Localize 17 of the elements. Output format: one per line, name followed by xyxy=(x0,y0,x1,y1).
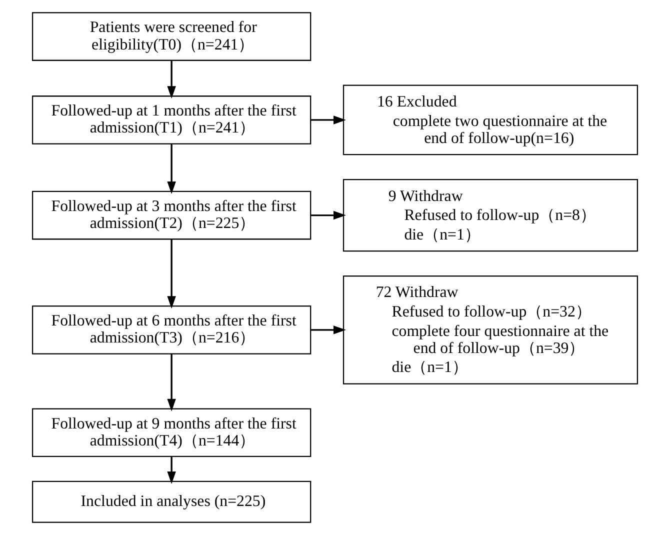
arrow xyxy=(166,60,176,99)
node-box: Followed-up at 9 months after the first admission(T4)（n=144） xyxy=(31,408,311,458)
arrow xyxy=(310,116,346,124)
arrow xyxy=(166,144,176,194)
node-box: Patients were screened for eligibility(T0)（n=241） xyxy=(31,12,311,61)
node-box: 16 Excluded complete two questionnaire at the end of follow-up(n=16) xyxy=(342,84,638,156)
arrow xyxy=(166,354,176,412)
node-box: 72 Withdraw Refused to follow-up（n=32） complete four questionnaire at the end of follow-up（n=39） die（n=1） xyxy=(342,275,638,384)
arrow xyxy=(166,456,176,484)
node-box: Followed-up at 6 months after the first admission(T3)（n=216） xyxy=(31,306,311,354)
arrow xyxy=(310,326,346,334)
node-box: Included in analyses (n=225) xyxy=(31,480,311,523)
node-box: Followed-up at 3 months after the first admission(T2)（n=225） xyxy=(31,190,311,240)
node-box: Followed-up at 1 months after the first admission(T1)（n=241） xyxy=(31,96,311,144)
arrow xyxy=(310,210,346,220)
arrow xyxy=(166,239,176,309)
node-box: 9 Withdraw Refused to follow-up（n=8） die（n=1） xyxy=(342,178,638,252)
